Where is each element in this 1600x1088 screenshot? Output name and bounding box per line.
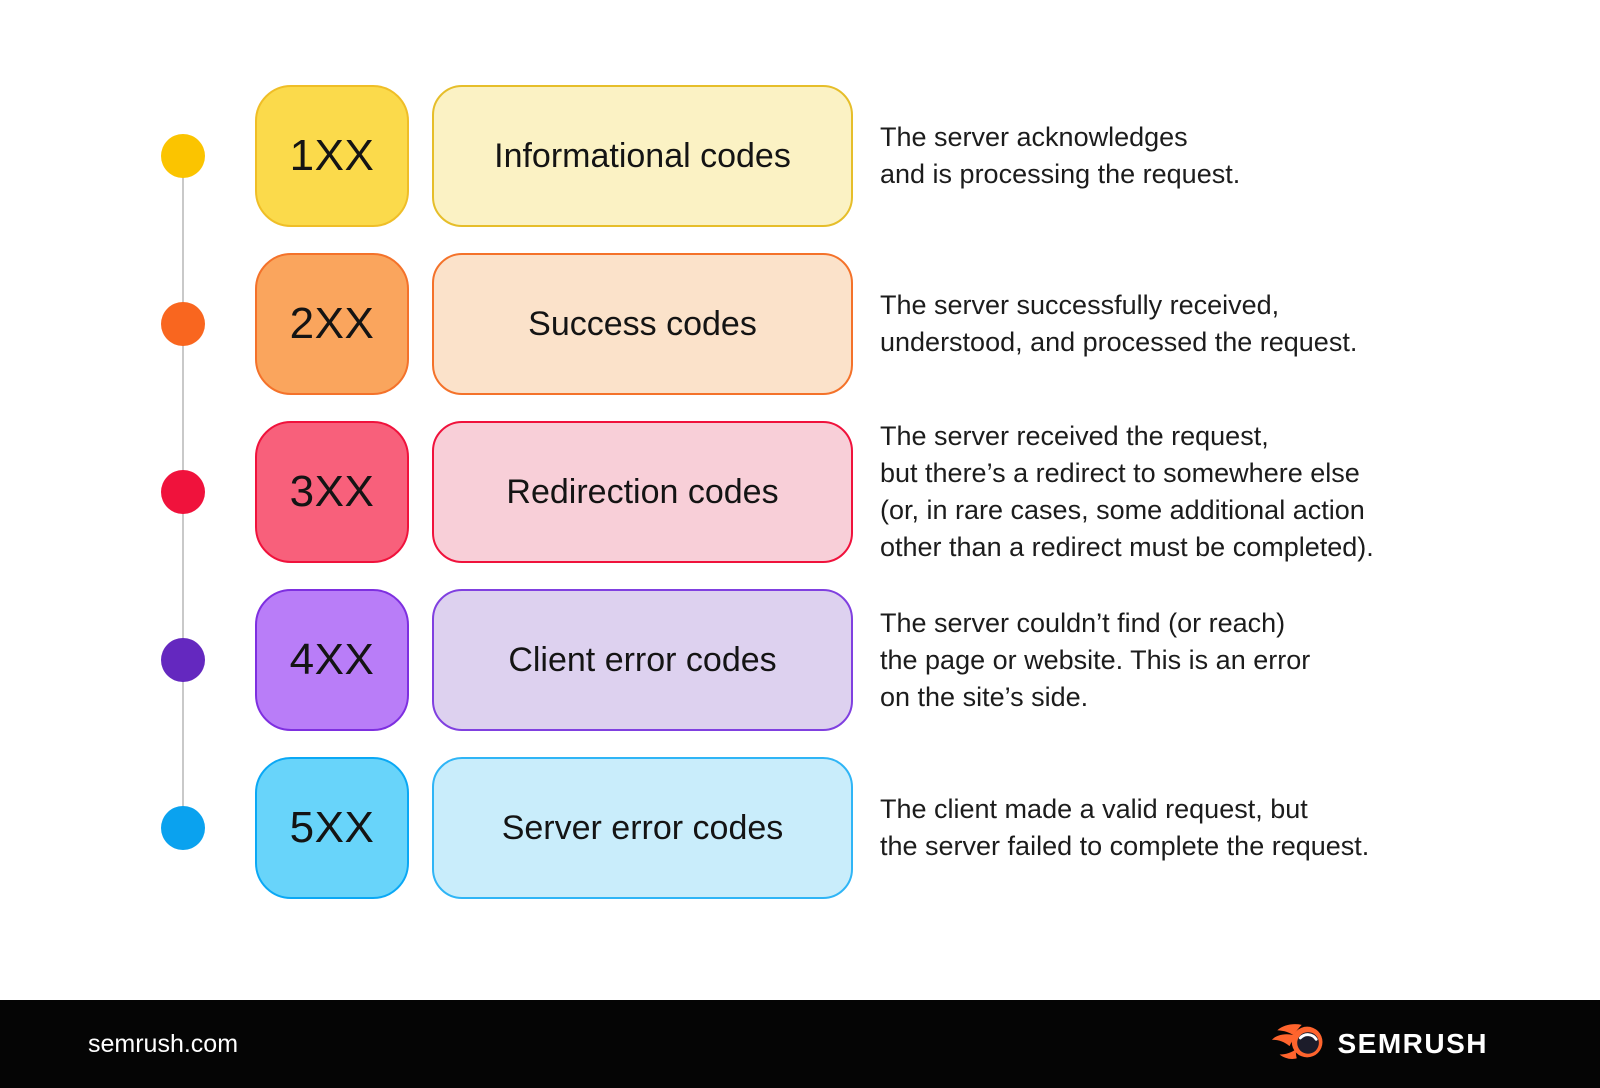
description-4xx: The server couldn’t find (or reach) the … xyxy=(880,607,1311,712)
semrush-logo: SEMRUSH xyxy=(1271,1022,1488,1067)
semrush-comet-icon xyxy=(1271,1022,1327,1067)
footer-bar: semrush.com SEMRUSH xyxy=(0,1000,1600,1088)
semrush-wordmark: SEMRUSH xyxy=(1337,1028,1488,1059)
code-badge-5xx: 5XX xyxy=(255,757,409,899)
category-label-2xx: Success codes xyxy=(432,253,853,395)
category-label-3xx: Redirection codes xyxy=(432,421,853,563)
timeline-dot-3xx xyxy=(161,470,205,514)
timeline-dot-1xx xyxy=(161,134,205,178)
status-row-1xx: 1XX Informational codes The server ackno… xyxy=(255,85,1600,227)
description-5xx: The client made a valid request, but the… xyxy=(880,794,1370,861)
footer-site-url: semrush.com xyxy=(88,1029,239,1058)
category-label-1xx: Informational codes xyxy=(432,85,853,227)
status-row-5xx: 5XX Server error codes The client made a… xyxy=(255,757,1600,899)
description-2xx: The server successfully received, unders… xyxy=(880,290,1358,357)
timeline-dot-4xx xyxy=(161,638,205,682)
category-label-4xx: Client error codes xyxy=(432,589,853,731)
code-badge-2xx: 2XX xyxy=(255,253,409,395)
status-row-4xx: 4XX Client error codes The server couldn… xyxy=(255,589,1600,731)
code-badge-3xx: 3XX xyxy=(255,421,409,563)
description-3xx: The server received the request, but the… xyxy=(880,421,1374,562)
timeline-dot-5xx xyxy=(161,806,205,850)
code-badge-4xx: 4XX xyxy=(255,589,409,731)
status-row-3xx: 3XX Redirection codes The server receive… xyxy=(255,421,1600,563)
category-label-5xx: Server error codes xyxy=(432,757,853,899)
code-badge-1xx: 1XX xyxy=(255,85,409,227)
timeline-dot-2xx xyxy=(161,302,205,346)
description-1xx: The server acknowledges and is processin… xyxy=(880,122,1241,189)
status-codes-diagram: 1XX Informational codes The server ackno… xyxy=(161,85,1600,899)
status-row-2xx: 2XX Success codes The server successfull… xyxy=(255,253,1600,395)
